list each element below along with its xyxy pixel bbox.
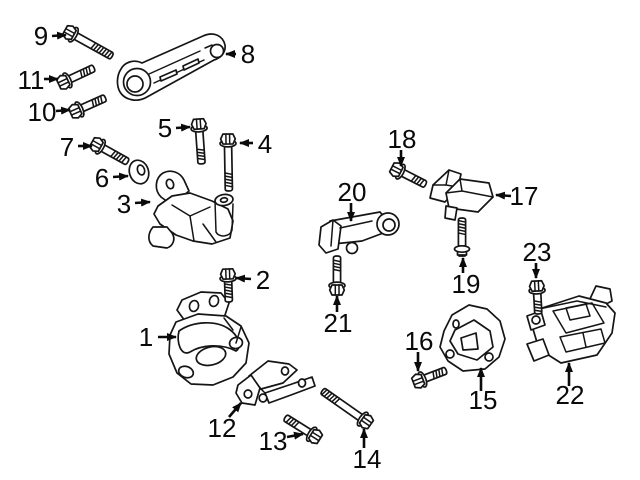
flange-bolt-part-21 xyxy=(328,255,346,296)
callout-11[interactable]: 11 xyxy=(18,65,59,95)
callout-7[interactable]: 7 xyxy=(60,132,93,162)
callout-arrow-6 xyxy=(112,172,129,181)
callout-1[interactable]: 1 xyxy=(139,322,177,352)
callout-label-5[interactable]: 5 xyxy=(158,113,172,143)
flange-bolt-part-11 xyxy=(55,64,96,90)
callout-label-13[interactable]: 13 xyxy=(259,426,288,456)
callout-10[interactable]: 10 xyxy=(28,97,71,127)
callout-arrow-12 xyxy=(228,402,242,418)
callout-12[interactable]: 12 xyxy=(208,402,242,443)
callout-arrow-9 xyxy=(51,31,67,40)
torque-strut-link-part-20 xyxy=(318,211,400,255)
callout-arrow-3 xyxy=(134,198,151,207)
callout-4[interactable]: 4 xyxy=(239,129,272,159)
callout-14[interactable]: 14 xyxy=(353,428,382,474)
callout-9[interactable]: 9 xyxy=(34,21,67,51)
parts-layer xyxy=(55,24,616,445)
callout-label-19[interactable]: 19 xyxy=(452,269,481,299)
flange-bolt-part-9 xyxy=(61,24,114,60)
callout-arrow-10 xyxy=(55,106,71,115)
support-bracket-part-12 xyxy=(235,360,316,406)
callout-label-3[interactable]: 3 xyxy=(117,189,131,219)
flange-bolt-part-16 xyxy=(410,366,448,389)
callout-label-21[interactable]: 21 xyxy=(324,308,353,338)
washer-part-6 xyxy=(128,159,150,185)
callout-label-15[interactable]: 15 xyxy=(469,385,498,415)
callout-19[interactable]: 19 xyxy=(452,257,481,299)
callout-label-6[interactable]: 6 xyxy=(95,163,109,193)
flange-bolt-part-2 xyxy=(219,267,237,303)
callout-13[interactable]: 13 xyxy=(259,426,304,456)
callout-label-12[interactable]: 12 xyxy=(208,413,237,443)
callout-17[interactable]: 17 xyxy=(495,181,539,211)
callout-label-20[interactable]: 20 xyxy=(338,177,367,207)
callout-21[interactable]: 21 xyxy=(324,295,353,338)
callout-label-11[interactable]: 11 xyxy=(18,65,45,95)
callout-2[interactable]: 2 xyxy=(235,265,270,295)
callout-label-23[interactable]: 23 xyxy=(523,237,552,267)
callout-5[interactable]: 5 xyxy=(158,113,191,143)
callout-3[interactable]: 3 xyxy=(117,189,151,219)
callout-label-17[interactable]: 17 xyxy=(510,181,539,211)
callout-18[interactable]: 18 xyxy=(388,124,417,167)
callout-label-8[interactable]: 8 xyxy=(241,39,255,69)
callout-23[interactable]: 23 xyxy=(523,237,552,279)
mount-bracket-part-3 xyxy=(148,170,234,249)
callout-label-2[interactable]: 2 xyxy=(256,265,270,295)
flange-bolt-part-5 xyxy=(190,117,208,165)
callout-label-22[interactable]: 22 xyxy=(556,380,585,410)
flange-bolt-part-14 xyxy=(320,387,375,430)
callout-8[interactable]: 8 xyxy=(225,39,255,69)
flange-bolt-part-23 xyxy=(528,279,546,315)
callout-20[interactable]: 20 xyxy=(338,177,367,222)
flange-bolt-part-18 xyxy=(388,162,428,188)
callout-label-9[interactable]: 9 xyxy=(34,21,48,51)
torque-strut-part-8 xyxy=(116,33,226,102)
engine-mount-part-1 xyxy=(168,291,250,386)
callout-label-18[interactable]: 18 xyxy=(388,124,417,154)
flange-bolt-part-10 xyxy=(67,94,107,119)
callout-6[interactable]: 6 xyxy=(95,163,129,193)
callout-16[interactable]: 16 xyxy=(405,326,434,372)
callout-arrow-2 xyxy=(235,274,252,283)
callout-label-10[interactable]: 10 xyxy=(28,97,57,127)
flange-bolt-part-13 xyxy=(283,414,324,445)
callout-15[interactable]: 15 xyxy=(469,367,498,415)
transmission-mount-part-22 xyxy=(526,285,616,364)
callout-arrow-5 xyxy=(175,123,191,132)
mount-stud-part-19 xyxy=(453,217,471,257)
mount-bracket-small-part-15 xyxy=(439,304,506,372)
callout-label-16[interactable]: 16 xyxy=(405,326,434,356)
callout-label-1[interactable]: 1 xyxy=(139,322,153,352)
damper-bracket-part-17 xyxy=(429,169,494,221)
flange-bolt-part-4 xyxy=(219,133,237,192)
callout-label-14[interactable]: 14 xyxy=(353,444,382,474)
callout-label-4[interactable]: 4 xyxy=(258,129,272,159)
callout-arrow-17 xyxy=(495,191,512,200)
callout-label-7[interactable]: 7 xyxy=(60,132,74,162)
callout-22[interactable]: 22 xyxy=(556,362,585,410)
callout-arrow-13 xyxy=(286,431,304,440)
